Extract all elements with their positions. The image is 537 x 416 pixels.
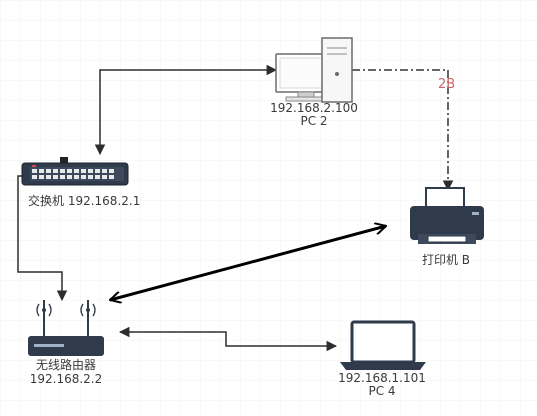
link-pc2-switch <box>94 64 278 156</box>
printer-icon <box>410 187 484 244</box>
link-router-printer-bold <box>110 226 386 300</box>
desktop-pc-icon <box>275 37 353 103</box>
pc4-name-label: PC 4 <box>368 384 396 398</box>
pc2-ip-label: 192.168.2.100 <box>270 101 358 115</box>
printer-label: 打印机 B <box>421 253 471 267</box>
link-router-pc4 <box>118 326 338 352</box>
pc4-ip-label: 192.168.1.101 <box>338 371 426 385</box>
switch-label: 交换机 192.168.2.1 <box>28 194 141 208</box>
router-name-label: 无线路由器 <box>35 358 96 372</box>
laptop-icon <box>340 320 426 370</box>
wireless-router-icon <box>28 300 104 356</box>
link-tag-2b: 2B <box>438 77 456 92</box>
link-pc2-printer-dashed <box>352 69 454 192</box>
link-switch-router <box>17 175 68 302</box>
pc2-name-label: PC 2 <box>300 114 328 128</box>
router-ip-label: 192.168.2.2 <box>29 372 103 386</box>
network-switch-icon <box>21 157 129 186</box>
